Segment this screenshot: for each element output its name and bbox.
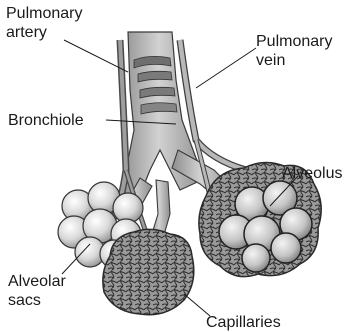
label-pulmonary-artery-1: Pulmonary — [6, 5, 82, 22]
label-pulmonary-artery-2: artery — [6, 24, 47, 41]
label-alveolus: Alveolus — [282, 165, 342, 182]
label-bronchiole: Bronchiole — [8, 112, 84, 129]
capillary-network-sac — [103, 229, 194, 314]
label-pulmonary-vein-1: Pulmonary — [256, 33, 332, 50]
leader-capillaries — [184, 294, 210, 316]
label-alveolar-sacs-2: sacs — [8, 292, 41, 309]
label-capillaries: Capillaries — [206, 314, 281, 331]
leader-pulmonary-vein — [196, 48, 256, 88]
label-alveolar-sacs-1: Alveolar — [8, 273, 66, 290]
label-pulmonary-vein-2: vein — [256, 52, 285, 69]
